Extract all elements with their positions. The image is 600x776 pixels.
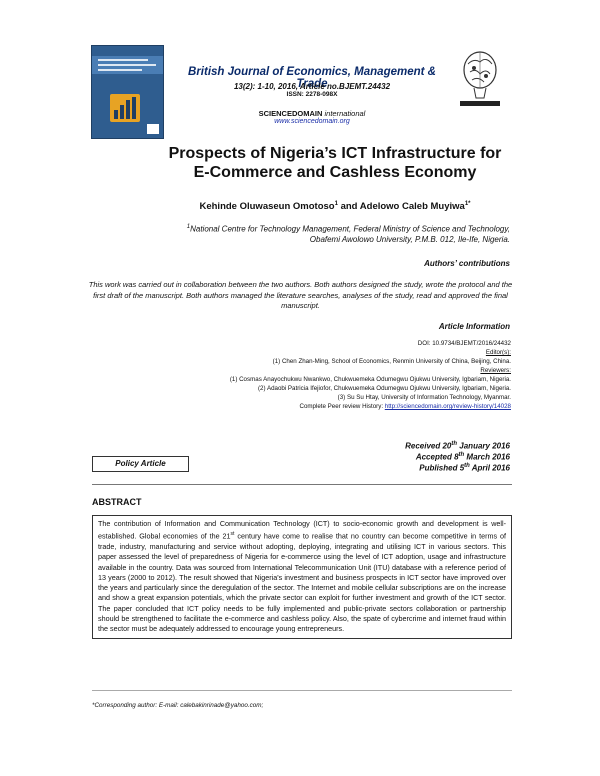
paper-title-line2: E-Commerce and Cashless Economy [193, 164, 477, 181]
divider [92, 484, 512, 485]
sciencedomain-logo-icon [458, 48, 502, 108]
cover-artwork [110, 94, 140, 122]
reviewer-1: (1) Cosmas Anayochukwu Nwankwo, Chukwuem… [229, 376, 511, 383]
publisher-url[interactable]: www.sciencedomain.org [274, 118, 350, 125]
publisher-name: SCIENCEDOMAIN international [258, 109, 366, 118]
cover-text-line [98, 64, 156, 66]
abstract-heading: ABSTRACT [92, 497, 142, 507]
article-type-box: Policy Article [92, 456, 189, 472]
cover-publisher-mark [147, 124, 159, 134]
journal-title: British Journal of Economics, Management… [188, 66, 436, 90]
published-date: Published 5th April 2016 [419, 463, 510, 473]
journal-cover-icon [91, 45, 164, 139]
contributions-text: This work was carried out in collaborati… [88, 280, 513, 310]
review-history: Complete Peer review History: http://sci… [299, 403, 511, 410]
affiliation-line1: 1National Centre for Technology Manageme… [186, 224, 510, 234]
author-1: Kehinde Oluwaseun Omotoso [199, 201, 335, 213]
paper-title-line1: Prospects of Nigeria’s ICT Infrastructur… [168, 145, 502, 162]
review-history-link[interactable]: http://sciencedomain.org/review-history/… [384, 403, 511, 410]
author-list: Kehinde Oluwaseun Omotoso1 and Adelowo C… [199, 201, 471, 213]
cover-text-line [98, 69, 142, 71]
author-2: Adelowo Caleb Muyiwa [359, 201, 465, 213]
corresponding-author-footnote: *Corresponding author: E-mail: calebakin… [92, 702, 264, 709]
editor-1: (1) Chen Zhan-Ming, School of Economics,… [272, 358, 511, 365]
abstract-text: The contribution of Information and Comm… [92, 515, 512, 639]
journal-volume: 13(2): 1-10, 2016, Article no.BJEMT.2443… [233, 82, 391, 91]
reviewer-3: (3) Su Su Htay, University of Informatio… [337, 394, 511, 401]
doi: DOI: 10.9734/BJEMT/2016/24432 [417, 340, 511, 347]
reviewers-label: Reviewers: [480, 367, 511, 374]
editors-label: Editor(s): [485, 349, 511, 356]
reviewer-2: (2) Adaobi Patricia Ifejiofor, Chukwueme… [258, 385, 511, 392]
article-info-heading: Article Information [438, 322, 510, 331]
accepted-date: Accepted 8th March 2016 [415, 452, 510, 462]
journal-issn: ISSN: 2278-098X [286, 91, 338, 98]
received-date: Received 20th January 2016 [405, 441, 510, 451]
contributions-heading: Authors’ contributions [424, 259, 510, 268]
footnote-divider [92, 690, 512, 691]
affiliation-line2: Obafemi Awolowo University, P.M.B. 012, … [309, 235, 510, 244]
cover-text-line [98, 59, 148, 61]
